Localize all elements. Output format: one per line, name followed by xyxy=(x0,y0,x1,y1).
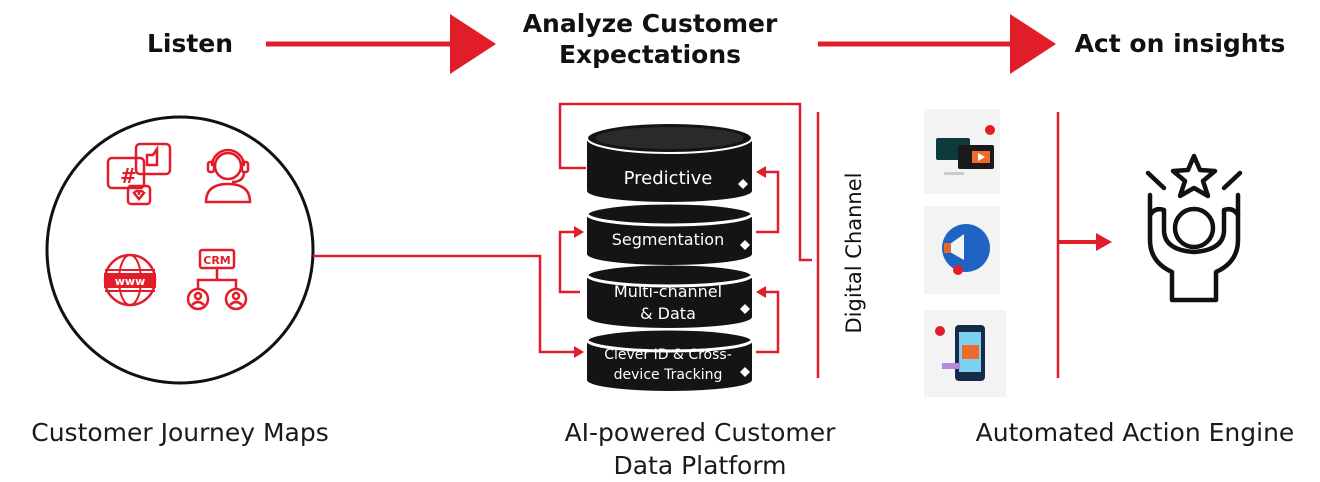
arrow-to-engine xyxy=(1058,233,1112,251)
right-loop-connector-2 xyxy=(756,172,778,232)
journey-circle xyxy=(47,117,313,383)
top-arrow-2 xyxy=(818,14,1056,74)
layer-cleverid-label-2: device Tracking xyxy=(614,367,723,383)
crm-label: CRM xyxy=(203,254,231,267)
hashtag-icon: # xyxy=(120,164,137,188)
layer-multichannel-label-2: & Data xyxy=(640,304,696,323)
caption-platform-line2: Data Platform xyxy=(530,450,870,482)
www-label: www xyxy=(115,275,146,288)
mobile-app-icon xyxy=(924,310,1006,397)
layer-cleverid-label-1: Clever ID & Cross- xyxy=(604,347,732,363)
social-icon xyxy=(108,144,170,204)
caption-engine: Automated Action Engine xyxy=(950,417,1320,450)
top-arrow-1 xyxy=(266,14,496,74)
digital-channel-label: Digital Channel xyxy=(842,158,868,348)
layer-predictive-label: Predictive xyxy=(624,168,713,189)
megaphone-icon xyxy=(924,206,1000,294)
caption-platform-line1: AI-powered Customer xyxy=(530,417,870,450)
layer-multichannel-label-1: Multi-channel xyxy=(614,282,722,301)
right-loop-connector-1 xyxy=(756,292,778,352)
db-layer-predictive xyxy=(587,123,752,202)
connector-circle-to-db xyxy=(313,256,574,352)
left-loop-connector-1 xyxy=(560,232,580,292)
video-chat-icon xyxy=(924,109,1000,194)
celebration-person-icon xyxy=(1148,156,1240,300)
layer-segmentation-label: Segmentation xyxy=(612,230,724,249)
caption-platform: AI-powered Customer Data Platform xyxy=(530,417,870,482)
caption-journey: Customer Journey Maps xyxy=(0,417,360,450)
support-agent-icon xyxy=(206,150,250,202)
